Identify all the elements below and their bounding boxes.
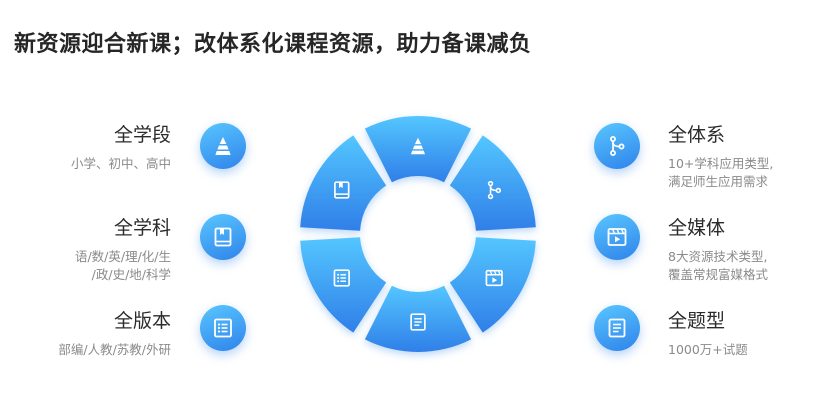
feature-title: 全媒体 (668, 217, 726, 239)
feature-desc: 8大资源技术类型, 覆盖常规富媒格式 (668, 249, 769, 282)
list-icon (200, 305, 246, 351)
pyramid-icon (200, 123, 246, 169)
feature-title: 全版本 (113, 310, 171, 332)
feature-desc: 1000万+试题 (668, 342, 748, 357)
feature-title: 全学段 (113, 124, 171, 146)
document-icon (594, 305, 640, 351)
feature-full-media: 全媒体 8大资源技术类型, 覆盖常规富媒格式 (668, 213, 768, 284)
feature-title: 全学科 (113, 217, 171, 239)
branch-icon (594, 123, 640, 169)
feature-desc: 部编/人教/苏教/外研 (58, 342, 171, 357)
feature-full-subject: 全学科 语/数/英/理/化/生 /政/史/地/科学 (75, 213, 171, 284)
feature-desc: 10+学科应用类型, 满足师生应用需求 (668, 156, 774, 189)
page-title: 新资源迎合新课；改体系化课程资源，助力备课减负 (14, 32, 532, 57)
feature-desc: 语/数/英/理/化/生 /政/史/地/科学 (74, 249, 171, 282)
video-icon (594, 214, 640, 260)
book-icon (200, 214, 246, 260)
feature-full-system: 全体系 10+学科应用类型, 满足师生应用需求 (668, 120, 773, 191)
feature-title: 全体系 (668, 124, 726, 146)
feature-full-edition: 全版本 部编/人教/苏教/外研 (58, 306, 171, 359)
feature-full-stage: 全学段 小学、初中、高中 (71, 120, 171, 173)
feature-desc: 小学、初中、高中 (70, 156, 171, 171)
feature-title: 全题型 (668, 310, 726, 332)
feature-full-question-type: 全题型 1000万+试题 (668, 306, 748, 359)
